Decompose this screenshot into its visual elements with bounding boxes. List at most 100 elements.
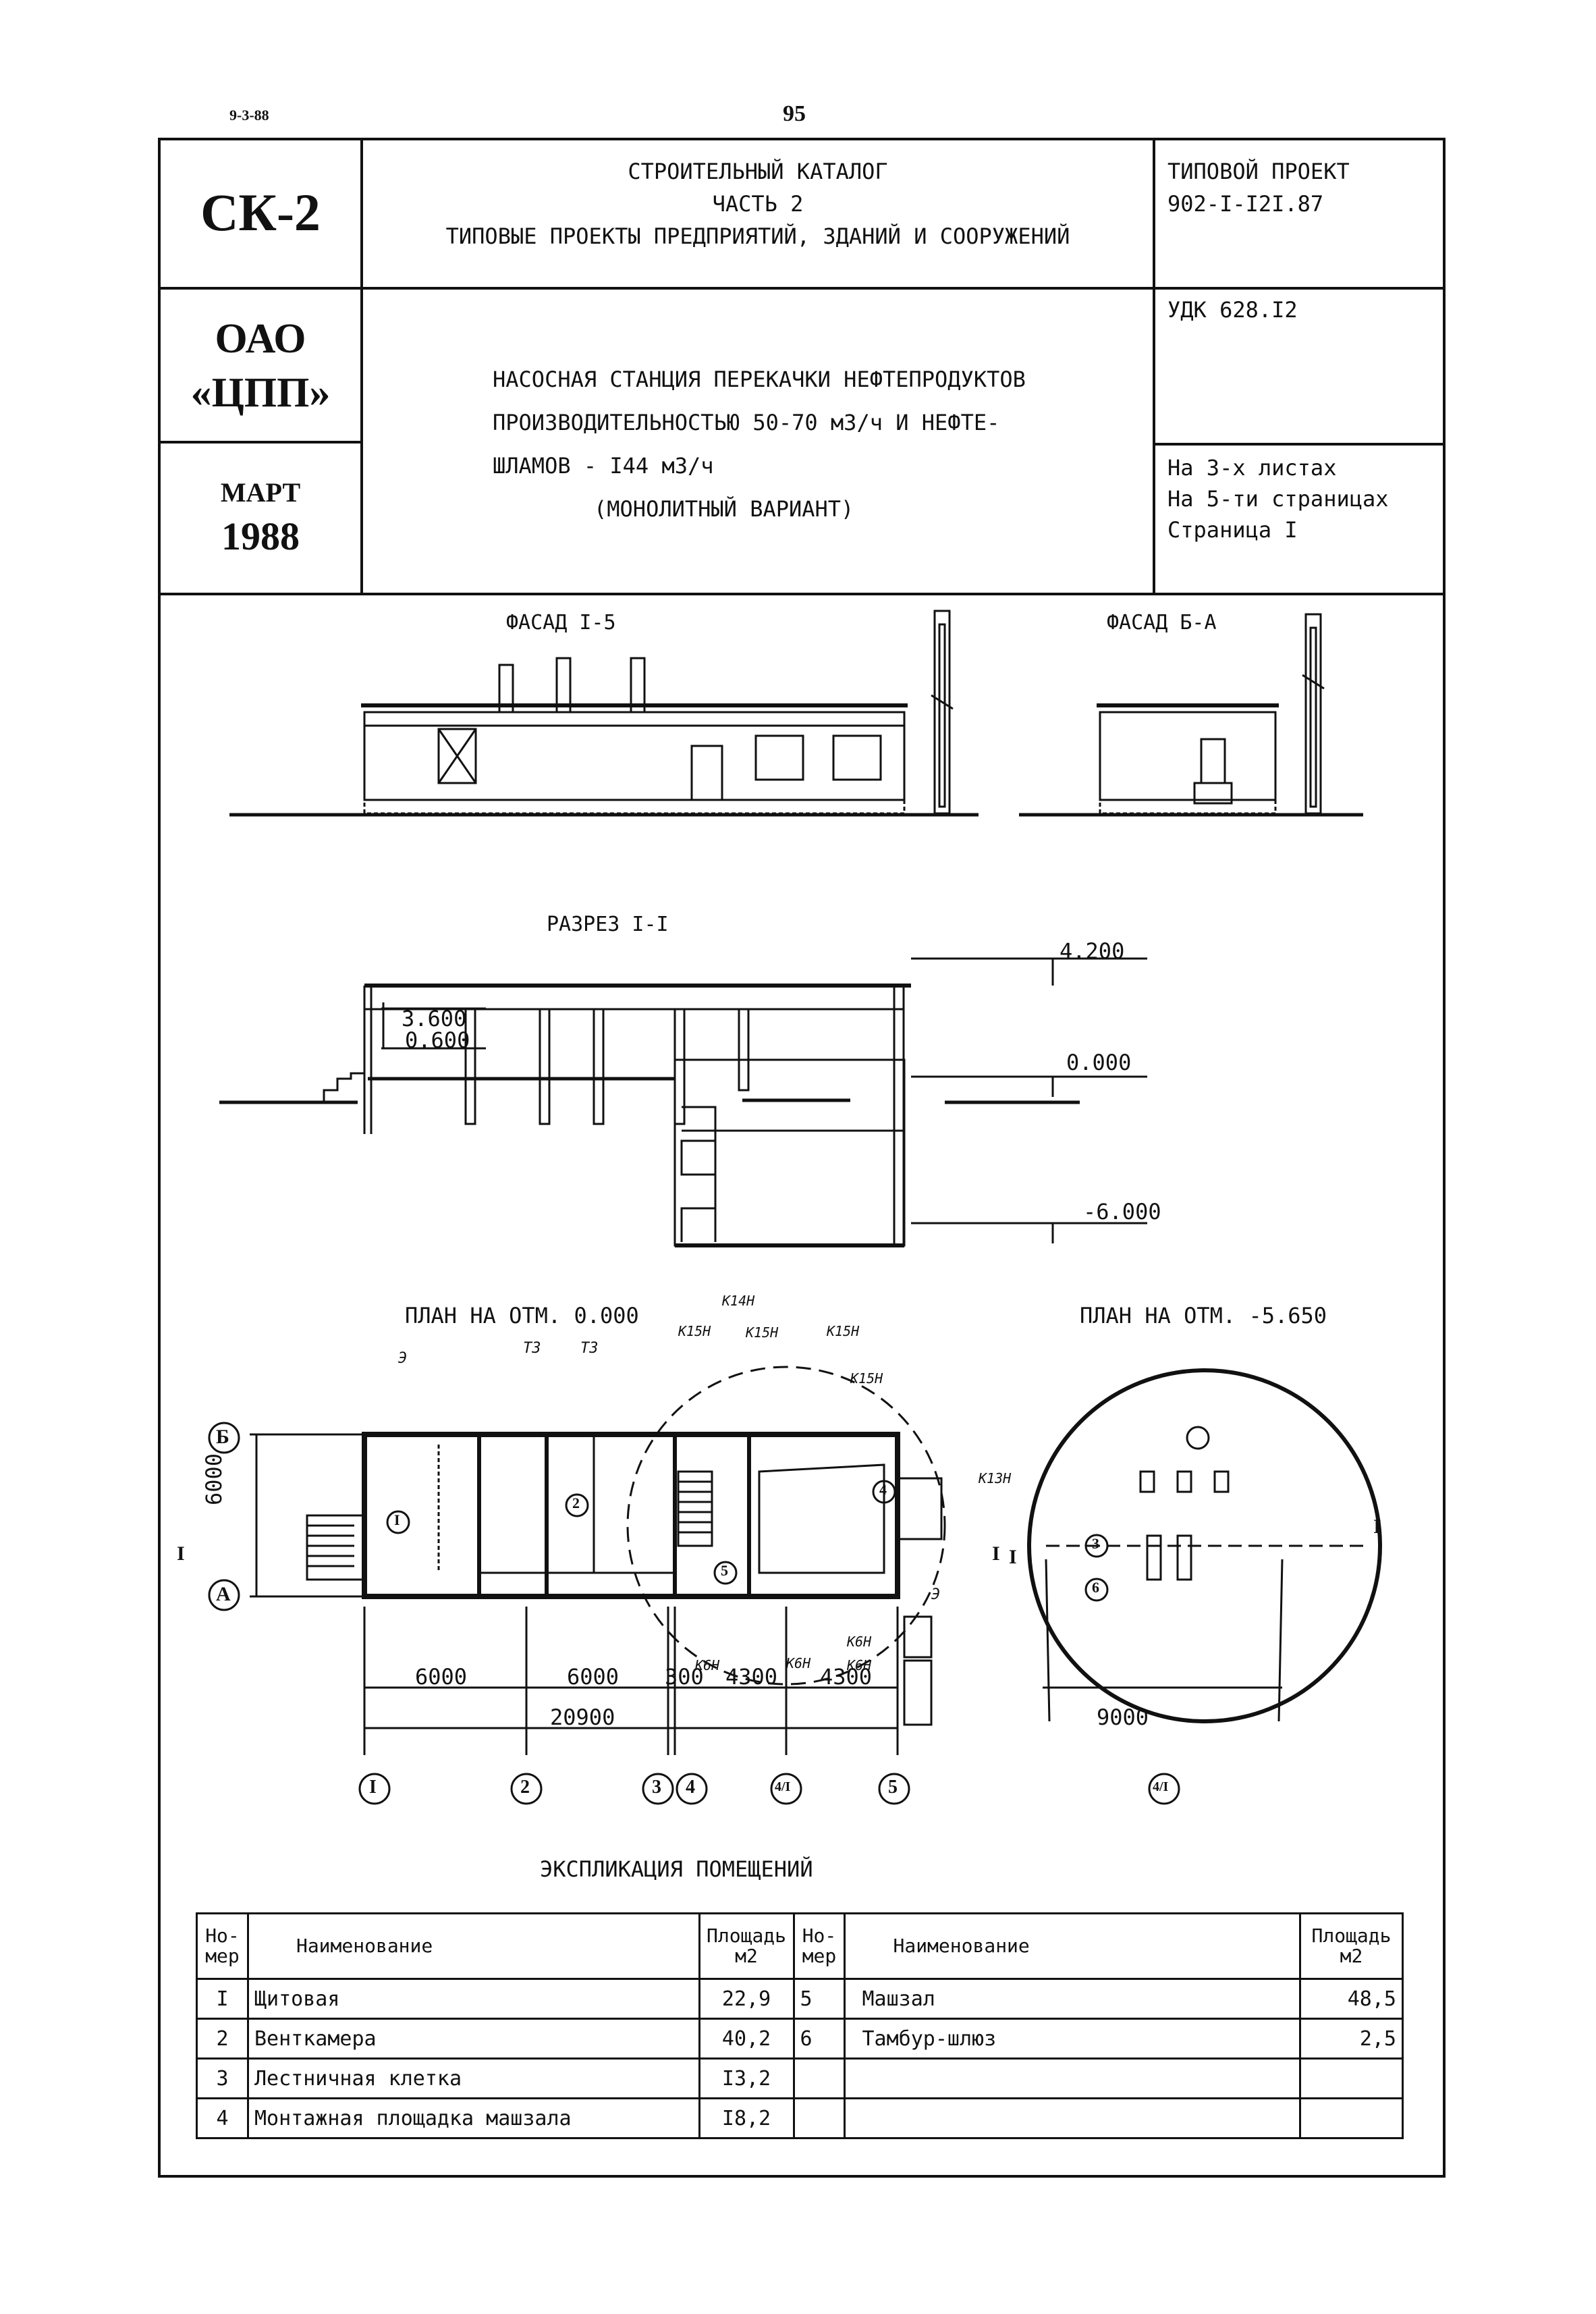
dim-6000-vertical: 6000 <box>201 1453 227 1505</box>
cell <box>844 2057 1302 2099</box>
title-line-1: НАСОСНАЯ СТАНЦИЯ ПЕРЕКАЧКИ НЕФТЕПРОДУКТО… <box>493 367 1026 392</box>
cell <box>792 2057 846 2099</box>
elevation-0600: 0.600 <box>405 1027 470 1053</box>
table-header-row: Но-мер Наименование Площадь м2 Но-мер На… <box>196 1912 1404 1980</box>
dim-bottom-4: 4300 <box>725 1664 778 1690</box>
dim-total: 20900 <box>550 1704 615 1730</box>
cell: 2 <box>196 2018 249 2060</box>
sheet-line-2: На 5-ти страницах <box>1167 486 1389 512</box>
cell <box>1299 2057 1404 2099</box>
document-code: 9-3-88 <box>229 107 269 124</box>
table-row: 2 Венткамера 40,2 6 Тамбур-шлюз 2,5 <box>196 2018 1404 2060</box>
table-row: 3 Лестничная клетка I3,2 <box>196 2057 1404 2099</box>
header-area-2: Площадь м2 <box>1299 1912 1404 1980</box>
pipe-label-7: К15Н <box>827 1323 860 1339</box>
axis-number-1: I <box>369 1777 377 1798</box>
section-title: РАЗРЕЗ I-I <box>547 913 669 936</box>
explication-title: ЭКСПЛИКАЦИЯ ПОМЕЩЕНИЙ <box>540 1856 813 1882</box>
cell: 5 <box>792 1978 846 2020</box>
cell: 3 <box>196 2057 249 2099</box>
title-line-4: (МОНОЛИТНЫЙ ВАРИАНТ) <box>594 496 854 522</box>
pipe-label-11: К6Н <box>786 1655 811 1671</box>
udk: УДК 628.I2 <box>1167 297 1298 323</box>
plan2-title: ПЛАН НА ОТМ. -5.650 <box>1080 1303 1327 1328</box>
cell: Тамбур-шлюз <box>844 2018 1302 2060</box>
dim-bottom-1: 6000 <box>415 1664 468 1690</box>
cell: 6 <box>792 2018 846 2060</box>
cell: 2,5 <box>1299 2018 1404 2060</box>
room-mark-5: 5 <box>721 1562 728 1579</box>
title-block: НАСОСНАЯ СТАНЦИЯ ПЕРЕКАЧКИ НЕФТЕПРОДУКТО… <box>493 358 1026 531</box>
project-block: ТИПОВОЙ ПРОЕКТ 902-I-I2I.87 <box>1167 155 1350 220</box>
pipe-label-10: К6Н <box>695 1657 720 1673</box>
org-line-2: «ЦПП» <box>190 370 331 416</box>
series-code: СК-2 <box>200 183 321 242</box>
header-number-2: Но-мер <box>792 1912 846 1980</box>
cell: I3,2 <box>698 2057 795 2099</box>
facade2-title: ФАСАД Б-А <box>1107 611 1217 635</box>
sheet-line-3: Страница I <box>1167 517 1298 543</box>
facade1-title: ФАСАД I-5 <box>506 611 616 635</box>
pipe-label-4: К15Н <box>678 1323 711 1339</box>
cell: 48,5 <box>1299 1978 1404 2020</box>
pipe-label-9: К13Н <box>979 1470 1012 1486</box>
catalog-line-1: СТРОИТЕЛЬНЫЙ КАТАЛОГ <box>628 159 888 184</box>
axis-number-4-1: 4/I <box>775 1779 791 1794</box>
table-row: I Щитовая 22,9 5 Машзал 48,5 <box>196 1978 1404 2020</box>
room-mark-3: 3 <box>1092 1535 1099 1552</box>
dim-bottom-3: 300 <box>665 1664 704 1690</box>
cell: 4 <box>196 2097 249 2139</box>
pipe-label-8: К15Н <box>850 1370 883 1387</box>
cell: 22,9 <box>698 1978 795 2020</box>
cell: I <box>196 1978 249 2020</box>
cell: I8,2 <box>698 2097 795 2139</box>
pipe-label-3: ТЗ <box>580 1340 599 1357</box>
dim-9000: 9000 <box>1097 1704 1149 1730</box>
header-area-1: Площадь м2 <box>698 1912 795 1980</box>
year: 1988 <box>221 514 300 558</box>
sheet-line-1: На 3-х листах <box>1167 455 1337 481</box>
room-mark-1: I <box>394 1511 400 1528</box>
date-block: МАРТ 1988 <box>159 473 362 560</box>
axis-number-5: 5 <box>888 1777 898 1798</box>
explication-table: Но-мер Наименование Площадь м2 Но-мер На… <box>196 1912 1404 2139</box>
axis-number-2: 2 <box>520 1777 530 1798</box>
catalog-line-2: ЧАСТЬ 2 <box>712 191 804 217</box>
dim-bottom-5: 4300 <box>820 1664 873 1690</box>
cell <box>792 2097 846 2139</box>
project-line-1: ТИПОВОЙ ПРОЕКТ <box>1167 159 1350 184</box>
cell: 40,2 <box>698 2018 795 2060</box>
cell: Венткамера <box>246 2018 700 2060</box>
pipe-label-14: Э <box>931 1586 941 1603</box>
section-mark-3: I <box>1009 1546 1017 1568</box>
pipe-label-12: К6Н <box>847 1634 872 1650</box>
table-row: 4 Монтажная площадка машзала I8,2 <box>196 2097 1404 2139</box>
section-mark-4: I <box>1373 1515 1381 1538</box>
axis-number-3: 3 <box>652 1777 661 1798</box>
section-mark-2: I <box>992 1542 1000 1565</box>
header-name-2: Наименование <box>844 1912 1302 1980</box>
elevation-4200: 4.200 <box>1060 938 1125 964</box>
month: МАРТ <box>220 477 301 508</box>
pipe-label-6: К15Н <box>746 1324 779 1341</box>
plan1-title: ПЛАН НА ОТМ. 0.000 <box>405 1303 639 1328</box>
elevation-0000: 0.000 <box>1066 1050 1132 1075</box>
project-line-2: 902-I-I2I.87 <box>1167 191 1324 217</box>
title-line-2: ПРОИЗВОДИТЕЛЬНОСТЬЮ 50-70 м3/ч И НЕФТЕ- <box>493 410 1000 435</box>
header-name-1: Наименование <box>246 1912 700 1980</box>
catalog-line-3: ТИПОВЫЕ ПРОЕКТЫ ПРЕДПРИЯТИЙ, ЗДАНИЙ И СО… <box>445 223 1070 249</box>
org-block: ОАО «ЦПП» <box>159 312 362 420</box>
cell: Машзал <box>844 1978 1302 2020</box>
cell <box>1299 2097 1404 2139</box>
header-number-1: Но-мер <box>196 1912 249 1980</box>
cell: Монтажная площадка машзала <box>246 2097 700 2139</box>
cell: Щитовая <box>246 1978 700 2020</box>
pipe-label-1: Э <box>398 1350 408 1367</box>
room-mark-2: 2 <box>572 1495 580 1511</box>
org-line-1: ОАО <box>215 316 306 362</box>
elevation-minus-6000: -6.000 <box>1083 1199 1161 1225</box>
